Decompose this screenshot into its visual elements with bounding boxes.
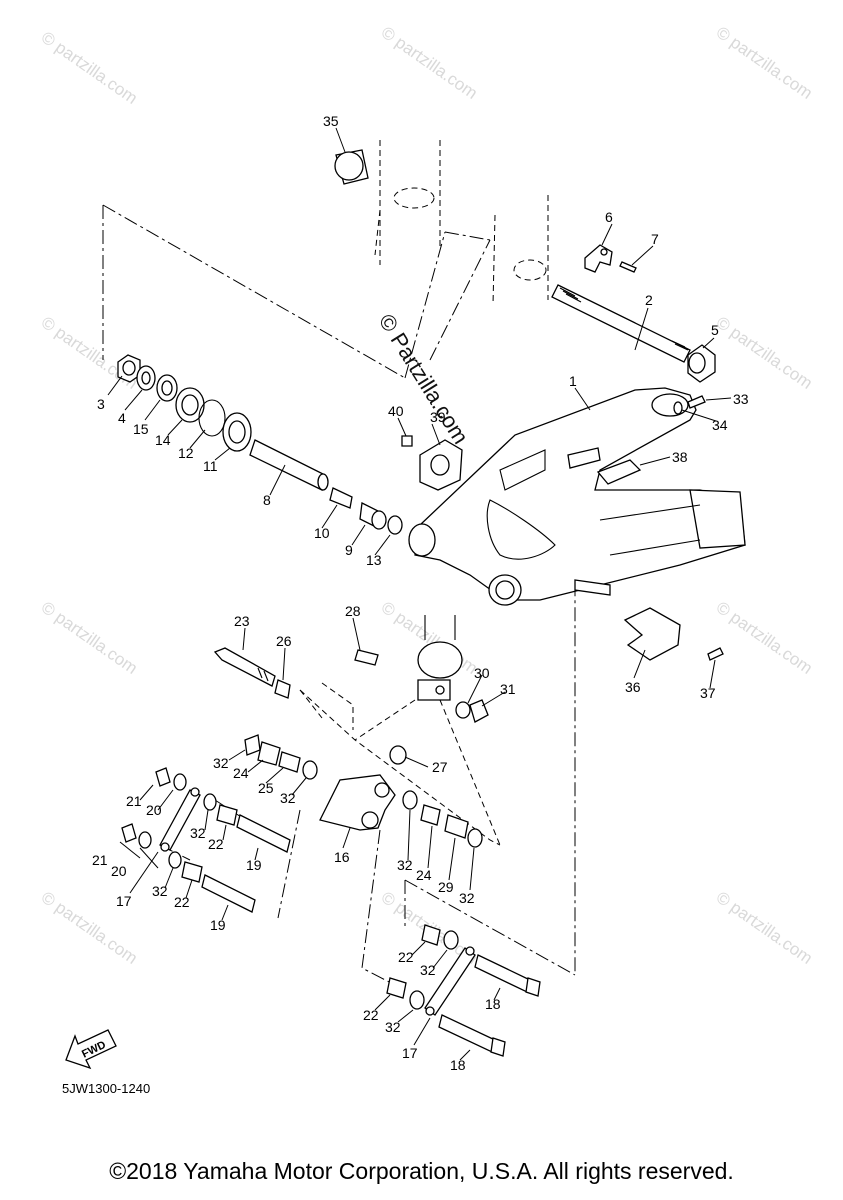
callout-37: 37: [700, 685, 716, 701]
callout-32: 32: [385, 1019, 401, 1035]
link-rod-right: [386, 924, 541, 1057]
callout-2: 2: [645, 292, 653, 308]
callout-20: 20: [111, 863, 127, 879]
callout-3: 3: [97, 396, 105, 412]
callout-13: 13: [366, 552, 382, 568]
callout-22: 22: [174, 894, 190, 910]
callout-7: 7: [651, 231, 659, 247]
callout-32: 32: [190, 825, 206, 841]
watermark: © partzilla.com: [713, 888, 816, 968]
copyright-notice: ©2018 Yamaha Motor Corporation, U.S.A. A…: [109, 1158, 734, 1184]
callout-11: 11: [203, 458, 218, 474]
watermark: © partzilla.com: [713, 23, 816, 103]
watermark: © partzilla.com: [378, 23, 481, 103]
bolt-23: [213, 647, 291, 699]
callout-33: 33: [733, 391, 749, 407]
watermark-center: © Partzilla.com: [374, 309, 474, 448]
bolt-33: [673, 395, 706, 415]
callout-15: 15: [133, 421, 149, 437]
callout-22: 22: [363, 1007, 379, 1023]
frame-outline: [374, 140, 549, 306]
callout-24: 24: [233, 765, 249, 781]
callout-1: 1: [569, 373, 577, 389]
watermark: © partzilla.com: [38, 28, 141, 108]
watermark: © partzilla.com: [713, 598, 816, 678]
leaders: [107, 127, 732, 1061]
callout-25: 25: [258, 780, 274, 796]
callout-22: 22: [208, 836, 224, 852]
watermark: © partzilla.com: [38, 598, 141, 678]
bracket-6: [584, 244, 637, 273]
callout-17: 17: [116, 893, 132, 909]
link-rod-left: [121, 767, 291, 913]
callout-32: 32: [459, 890, 475, 906]
callout-10: 10: [314, 525, 330, 541]
callout-36: 36: [625, 679, 641, 695]
callout-18: 18: [485, 996, 501, 1012]
callout-35: 35: [323, 113, 339, 129]
pivot-bearings: [117, 354, 403, 535]
callout-4: 4: [118, 410, 126, 426]
callout-8: 8: [263, 492, 271, 508]
plate-39: [401, 435, 463, 491]
diagram-code: 5JW1300-1240: [62, 1081, 150, 1096]
callout-30: 30: [474, 665, 490, 681]
parts-diagram: © partzilla.com © partzilla.com © partzi…: [38, 23, 816, 1096]
callout-34: 34: [712, 417, 728, 433]
fwd-arrow: FWD: [65, 1029, 117, 1070]
watermark: © partzilla.com: [713, 313, 816, 393]
watermark: © partzilla.com: [38, 313, 141, 393]
callout-38: 38: [672, 449, 688, 465]
callout-5: 5: [711, 322, 719, 338]
callout-32: 32: [280, 790, 296, 806]
callout-21: 21: [126, 793, 142, 809]
pad-38: [596, 459, 642, 485]
shock-lower: [354, 615, 489, 765]
callout-6: 6: [605, 209, 613, 225]
callout-19: 19: [246, 857, 262, 873]
callout-40: 40: [388, 403, 404, 419]
callouts: 35 6 7 2 5 1 33 34 38 39 40 3 4 15 14 12…: [92, 113, 749, 1073]
callout-17: 17: [402, 1045, 418, 1061]
callout-24: 24: [416, 867, 432, 883]
callout-27: 27: [432, 759, 448, 775]
callout-18: 18: [450, 1057, 466, 1073]
callout-32: 32: [213, 755, 229, 771]
cap-35: [334, 149, 369, 185]
callout-26: 26: [276, 633, 292, 649]
callout-31: 31: [500, 681, 516, 697]
callout-32: 32: [420, 962, 436, 978]
clamp-36: [623, 607, 724, 661]
callout-19: 19: [210, 917, 226, 933]
callout-23: 23: [234, 613, 250, 629]
callout-12: 12: [178, 445, 194, 461]
callout-14: 14: [155, 432, 171, 448]
callout-21: 21: [92, 852, 108, 868]
pivot-shaft: [551, 284, 716, 383]
callout-20: 20: [146, 802, 162, 818]
callout-29: 29: [438, 879, 454, 895]
callout-28: 28: [345, 603, 361, 619]
callout-22: 22: [398, 949, 414, 965]
callout-39: 39: [430, 409, 446, 425]
callout-9: 9: [345, 542, 353, 558]
callout-16: 16: [334, 849, 350, 865]
relay-arm: [244, 734, 483, 848]
callout-32: 32: [397, 857, 413, 873]
callout-32: 32: [152, 883, 168, 899]
